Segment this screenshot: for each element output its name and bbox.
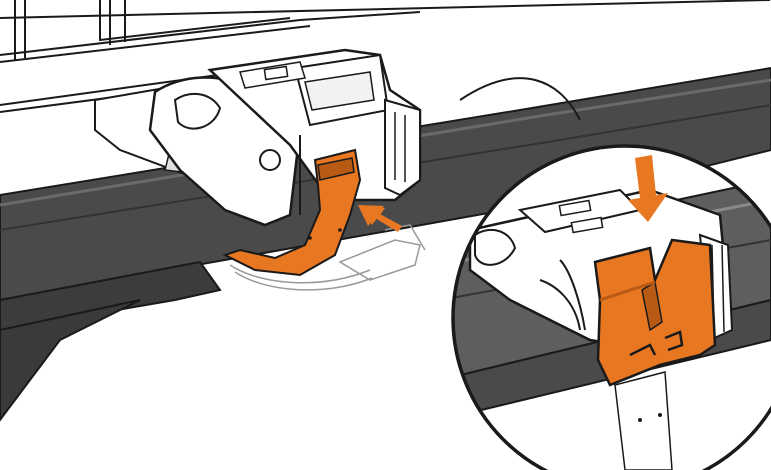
brand-logo-icon [629, 330, 684, 357]
arrow-up-left-icon [358, 205, 402, 232]
detail-zoom-circle [451, 144, 771, 470]
arrow-down-icon [628, 155, 668, 222]
vehicle-frame [0, 0, 771, 113]
clamp-assembly [148, 48, 422, 227]
strap [222, 148, 362, 277]
zoom-circle-border [451, 144, 771, 470]
